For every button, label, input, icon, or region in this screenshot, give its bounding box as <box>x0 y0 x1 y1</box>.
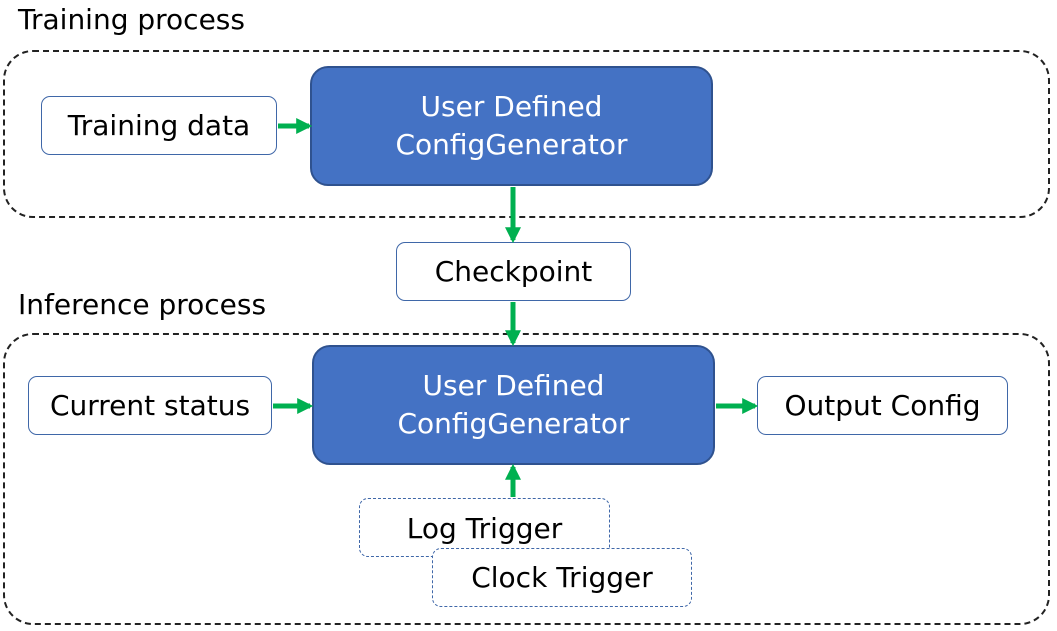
inference-generator-line1: User Defined <box>422 369 605 402</box>
clock-trigger-box[interactable]: Clock Trigger <box>432 548 692 607</box>
training-generator-line2: ConfigGenerator <box>395 128 628 161</box>
output-config-box[interactable]: Output Config <box>757 376 1008 435</box>
current-status-label: Current status <box>49 388 251 422</box>
inference-process-group <box>3 333 1050 625</box>
log-trigger-label: Log Trigger <box>406 511 563 545</box>
training-config-generator[interactable]: User Defined ConfigGenerator <box>310 66 713 186</box>
training-data-label: Training data <box>67 108 251 142</box>
log-trigger-box[interactable]: Log Trigger <box>359 498 610 557</box>
inference-process-label: Inference process <box>18 288 267 321</box>
output-config-label: Output Config <box>784 388 981 422</box>
clock-trigger-label: Clock Trigger <box>471 560 653 594</box>
inference-config-generator[interactable]: User Defined ConfigGenerator <box>312 345 715 465</box>
checkpoint-box[interactable]: Checkpoint <box>396 242 631 301</box>
current-status-box[interactable]: Current status <box>28 376 272 435</box>
checkpoint-label: Checkpoint <box>434 254 593 288</box>
training-generator-line1: User Defined <box>420 90 603 123</box>
training-process-label: Training process <box>18 3 245 36</box>
training-data-box[interactable]: Training data <box>41 96 277 155</box>
inference-generator-line2: ConfigGenerator <box>397 407 630 440</box>
training-process-group <box>3 50 1050 218</box>
